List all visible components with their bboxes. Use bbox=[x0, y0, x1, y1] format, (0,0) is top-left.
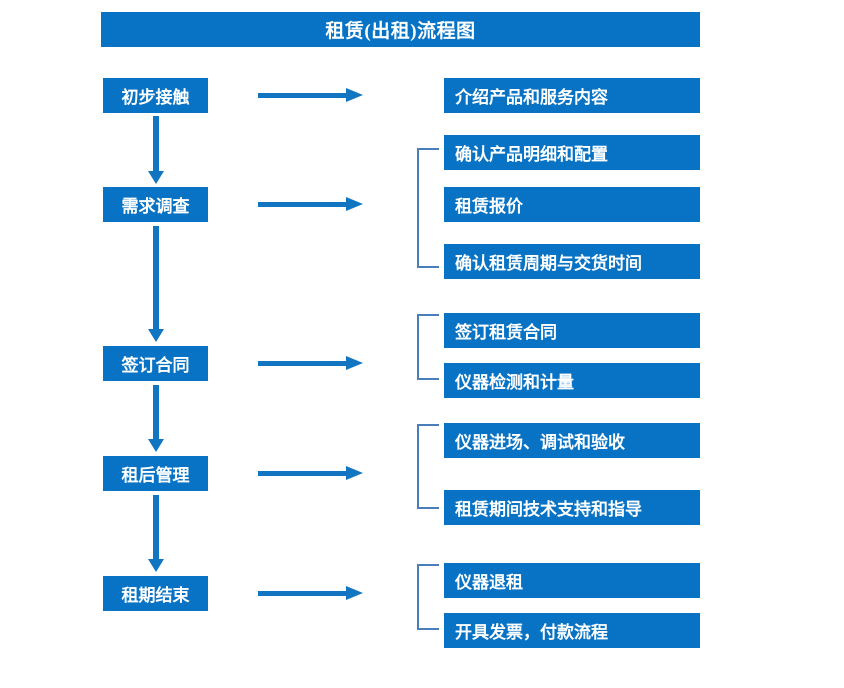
arrow-shaft bbox=[258, 471, 346, 476]
arrow-head-down-icon bbox=[148, 171, 164, 184]
arrow-shaft bbox=[258, 93, 346, 98]
detail-box-4[interactable]: 确认租赁周期与交货时间 bbox=[444, 244, 700, 279]
arrow-head-down-icon bbox=[148, 329, 164, 342]
detail-box-1[interactable]: 介绍产品和服务内容 bbox=[444, 78, 700, 113]
arrow-head-down-icon bbox=[148, 559, 164, 572]
detail-box-5[interactable]: 签订租赁合同 bbox=[444, 313, 700, 348]
arrow-shaft bbox=[153, 226, 159, 329]
group-bracket-1 bbox=[417, 148, 439, 268]
stage-box-1[interactable]: 初步接触 bbox=[103, 78, 208, 113]
detail-box-2[interactable]: 确认产品明细和配置 bbox=[444, 135, 700, 170]
flow-arrow-down-4 bbox=[148, 495, 164, 572]
arrow-shaft bbox=[153, 495, 159, 559]
arrow-shaft bbox=[258, 591, 346, 596]
arrow-head-right-icon bbox=[346, 88, 363, 102]
detail-arrow-right-5 bbox=[258, 585, 363, 601]
detail-box-8[interactable]: 租赁期间技术支持和指导 bbox=[444, 490, 700, 525]
stage-box-5[interactable]: 租期结束 bbox=[103, 576, 208, 611]
arrow-head-right-icon bbox=[346, 356, 363, 370]
arrow-shaft bbox=[153, 385, 159, 439]
arrow-head-down-icon bbox=[148, 439, 164, 452]
stage-box-3[interactable]: 签订合同 bbox=[103, 346, 208, 381]
detail-box-6[interactable]: 仪器检测和计量 bbox=[444, 363, 700, 398]
arrow-shaft bbox=[258, 202, 346, 207]
arrow-shaft bbox=[153, 116, 159, 171]
arrow-head-right-icon bbox=[346, 197, 363, 211]
arrow-shaft bbox=[258, 361, 346, 366]
flow-arrow-down-1 bbox=[148, 116, 164, 184]
arrow-head-right-icon bbox=[346, 466, 363, 480]
detail-box-7[interactable]: 仪器进场、调试和验收 bbox=[444, 423, 700, 458]
flow-arrow-down-2 bbox=[148, 226, 164, 342]
detail-arrow-right-3 bbox=[258, 355, 363, 371]
stage-box-4[interactable]: 租后管理 bbox=[103, 456, 208, 491]
detail-arrow-right-4 bbox=[258, 465, 363, 481]
diagram-title: 租赁(出租)流程图 bbox=[101, 12, 700, 47]
detail-box-9[interactable]: 仪器退租 bbox=[444, 563, 700, 598]
detail-box-10[interactable]: 开具发票，付款流程 bbox=[444, 613, 700, 648]
flow-arrow-down-3 bbox=[148, 385, 164, 452]
group-bracket-2 bbox=[417, 314, 439, 380]
detail-box-3[interactable]: 租赁报价 bbox=[444, 187, 700, 222]
group-bracket-3 bbox=[417, 424, 439, 509]
arrow-head-right-icon bbox=[346, 586, 363, 600]
stage-box-2[interactable]: 需求调查 bbox=[103, 187, 208, 222]
detail-arrow-right-1 bbox=[258, 87, 363, 103]
group-bracket-4 bbox=[417, 564, 439, 630]
detail-arrow-right-2 bbox=[258, 196, 363, 212]
